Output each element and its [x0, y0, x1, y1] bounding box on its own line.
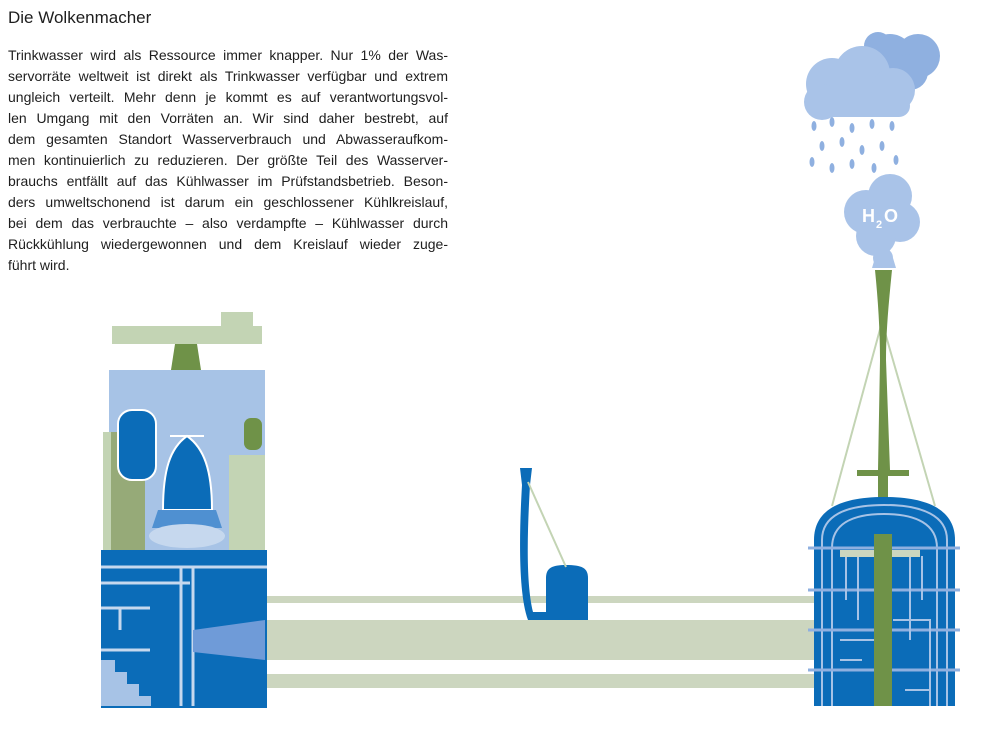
outlet-funnel — [193, 620, 265, 660]
paragraph-line: men kontinuierlich zu reduzieren. Der gr… — [8, 152, 448, 168]
roof-beam — [112, 312, 262, 344]
pump-riser-pipe — [520, 468, 548, 620]
stairs — [101, 660, 151, 706]
paragraph-line: len Umgang mit den Vorräten an. Wir sind… — [8, 110, 448, 126]
chimney — [875, 270, 892, 470]
tower-center-column — [874, 534, 892, 706]
intro-paragraph: Trinkwasser wird als Ressource immer kna… — [8, 45, 448, 276]
guy-wires — [831, 321, 936, 507]
paragraph-line: bei dem das verbrauchte – also verdampft… — [8, 215, 448, 231]
chimney-flange — [857, 470, 909, 476]
pipes — [265, 596, 815, 688]
tower-frame-inner — [831, 512, 938, 706]
roof-mast — [171, 344, 201, 370]
pipe-middle — [265, 620, 815, 660]
vapor-cloud: H 2 O — [844, 174, 920, 268]
rain-drops — [809, 117, 899, 173]
pump-lever — [527, 481, 567, 568]
vapor-label-o: O — [884, 206, 898, 226]
cone-base — [152, 510, 222, 528]
front-cloud — [804, 46, 915, 120]
test-bench-building — [101, 312, 267, 708]
left-wall-lines — [103, 432, 111, 550]
vapor-label-sub: 2 — [876, 219, 882, 231]
pipe-bottom — [265, 674, 815, 688]
paragraph-line: Trinkwasser wird als Ressource immer kna… — [8, 47, 448, 63]
right-wall — [229, 455, 265, 550]
cooling-tower — [808, 270, 960, 706]
paragraph-line: servorräte weltweit ist direkt als Trink… — [8, 68, 448, 84]
paragraph-line: führt wird. — [8, 257, 70, 273]
left-tank — [117, 409, 157, 481]
chimney-base — [878, 476, 888, 500]
pump-unit — [520, 468, 588, 620]
tower-frame — [821, 503, 948, 706]
vapor-label-h: H — [862, 206, 875, 226]
paragraph-line: Rückkühlung wiedergewonnen und dem Kreis… — [8, 236, 448, 252]
right-tank — [244, 418, 262, 450]
page-title: Die Wolkenmacher — [8, 8, 152, 27]
paragraph-line: ungleich verteilt. Mehr denn je kommt es… — [8, 89, 448, 105]
water-basin — [149, 524, 225, 548]
rain-cloud — [804, 32, 940, 173]
paragraph-line: ders umweltschonend ist darum ein geschl… — [8, 194, 448, 210]
paragraph-line: brauchs entfällt auf das Kühlwasser im P… — [8, 173, 448, 189]
paragraph-line: dem gesamten Standort Wasserverbrauch un… — [8, 131, 448, 147]
pump-body — [546, 565, 588, 620]
pipe-top — [265, 596, 815, 603]
